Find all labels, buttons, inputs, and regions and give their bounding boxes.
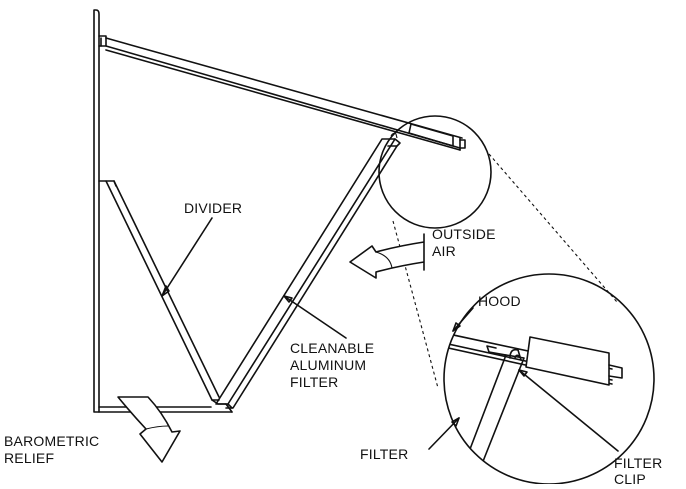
label-barometric-relief-line2: RELIEF [4,450,54,466]
hood-top-panel [98,35,466,151]
unit-base [225,403,233,413]
detail-circle [443,273,655,485]
labels: DIVIDER OUTSIDE AIR HOOD CLEANABLE ALUMI… [4,200,662,487]
label-cleanable-filter-line3: FILTER [290,374,338,390]
label-filter-detail: FILTER [360,446,408,462]
label-cleanable-filter-line2: ALUMINUM [290,357,366,373]
label-divider: DIVIDER [184,200,242,216]
label-filter-clip-line2: CLIP [614,471,646,484]
detail-view [443,273,655,485]
detail-callout-circle [378,115,492,229]
barometric-relief-arrow [117,396,181,463]
label-hood: HOOD [478,293,521,309]
label-outside-air-line2: AIR [432,243,456,259]
label-barometric-relief-line1: BAROMETRIC [4,433,99,449]
outside-air-arrow [349,233,425,279]
label-cleanable-filter-line1: CLEANABLE [290,340,374,356]
label-outside-air-line1: OUTSIDE [432,226,496,242]
label-filter-clip-line1: FILTER [614,455,662,471]
detail-projection-lines [392,153,618,389]
